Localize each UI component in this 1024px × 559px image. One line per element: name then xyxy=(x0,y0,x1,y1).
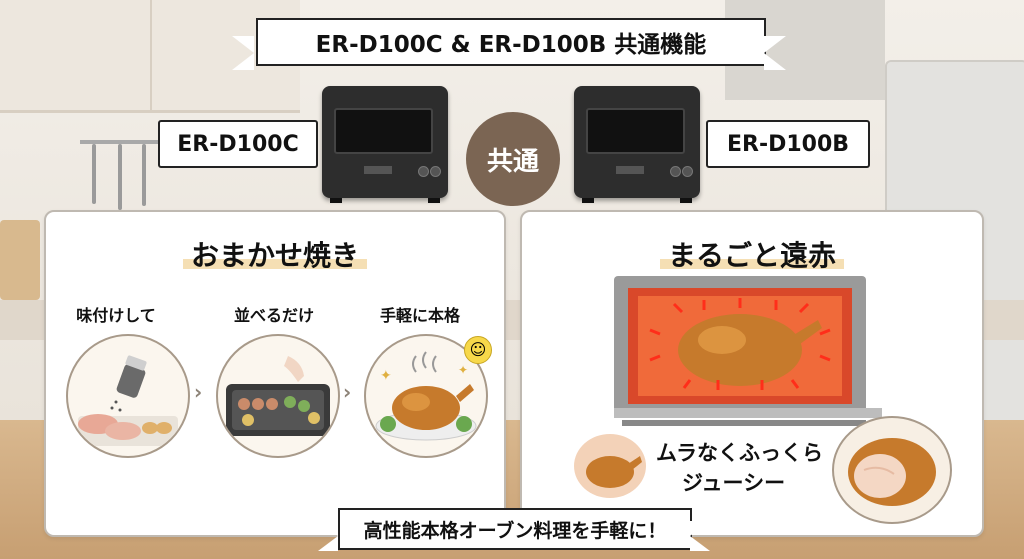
oven-window xyxy=(586,108,685,154)
salt-shaker-icon xyxy=(78,355,178,446)
smiley-icon: ☺ xyxy=(464,336,492,364)
skewer-tray-icon xyxy=(226,356,330,436)
banner-tail-right xyxy=(764,36,786,70)
cutting-board xyxy=(0,220,40,300)
result-caption-line2: ジューシー xyxy=(682,471,786,495)
arrow-right-icon: › xyxy=(194,380,203,404)
chicken-small-illustration xyxy=(574,434,646,498)
oven-window xyxy=(334,108,433,154)
common-badge-text: 共通 xyxy=(486,146,539,177)
roast-chicken-icon xyxy=(586,456,642,488)
chicken-slice-illustration xyxy=(832,416,952,524)
utensil-rail xyxy=(80,140,170,144)
seasoning-illustration xyxy=(66,334,190,458)
oven-knob xyxy=(682,166,693,177)
model-label-left: ER-D100C xyxy=(158,120,318,168)
result-caption-line1: ムラなくふっくら xyxy=(656,441,823,465)
panel-omakase-heading: おまかせ焼き xyxy=(182,234,367,274)
chicken-slice-icon xyxy=(848,438,936,506)
panel-marugoto: まるごと遠赤 ムラなくふっくら ジューシー xyxy=(520,210,984,537)
step-label-3: 手軽に本格 xyxy=(379,306,460,325)
upper-cabinet-door xyxy=(0,0,152,110)
spatula-icon xyxy=(118,144,122,210)
result-illustration: ✦ ✦ xyxy=(364,334,488,458)
oven-knob xyxy=(418,166,429,177)
model-right-text: ER-D100B xyxy=(726,131,850,157)
bottom-banner-text: 高性能本格オーブン料理を手軽に！ xyxy=(363,519,667,542)
oven-right xyxy=(574,86,700,203)
svg-text:✦: ✦ xyxy=(380,368,392,384)
top-banner-text: ER-D100C & ER-D100B 共通機能 xyxy=(315,32,707,58)
oven-foot xyxy=(582,198,594,203)
panel-marugoto-heading: まるごと遠赤 xyxy=(659,234,844,274)
oven-display xyxy=(616,166,644,174)
common-badge: 共通 xyxy=(466,112,560,206)
step-label-2: 並べるだけ xyxy=(233,306,314,325)
oven-display xyxy=(364,166,392,174)
banner-tail-right xyxy=(690,521,710,551)
ladle-icon xyxy=(92,144,96,204)
roast-chicken-icon: ✦ ✦ xyxy=(375,351,477,441)
panel-omakase: おまかせ焼き 味付けして 並べるだけ 手軽に本格 › › xyxy=(44,210,506,537)
oven-foot xyxy=(680,198,692,203)
banner-tail-left xyxy=(232,36,254,70)
oven-left xyxy=(322,86,448,203)
step-label-1: 味付けして xyxy=(76,306,156,325)
arrange-illustration xyxy=(216,334,340,458)
arrow-right-icon: › xyxy=(343,380,352,404)
oven-knob xyxy=(430,166,441,177)
whisk-icon xyxy=(142,144,146,206)
oven-foot xyxy=(428,198,440,203)
model-left-text: ER-D100C xyxy=(177,131,299,157)
top-banner: ER-D100C & ER-D100B 共通機能 xyxy=(256,18,766,66)
svg-text:✦: ✦ xyxy=(458,363,468,377)
model-label-right: ER-D100B xyxy=(706,120,870,168)
oven-knob xyxy=(670,166,681,177)
far-infrared-oven xyxy=(610,270,886,430)
oven-foot xyxy=(330,198,342,203)
bottom-banner: 高性能本格オーブン料理を手軽に！ xyxy=(338,508,692,550)
heat-arrow-icon xyxy=(610,276,886,426)
banner-tail-left xyxy=(318,521,338,551)
